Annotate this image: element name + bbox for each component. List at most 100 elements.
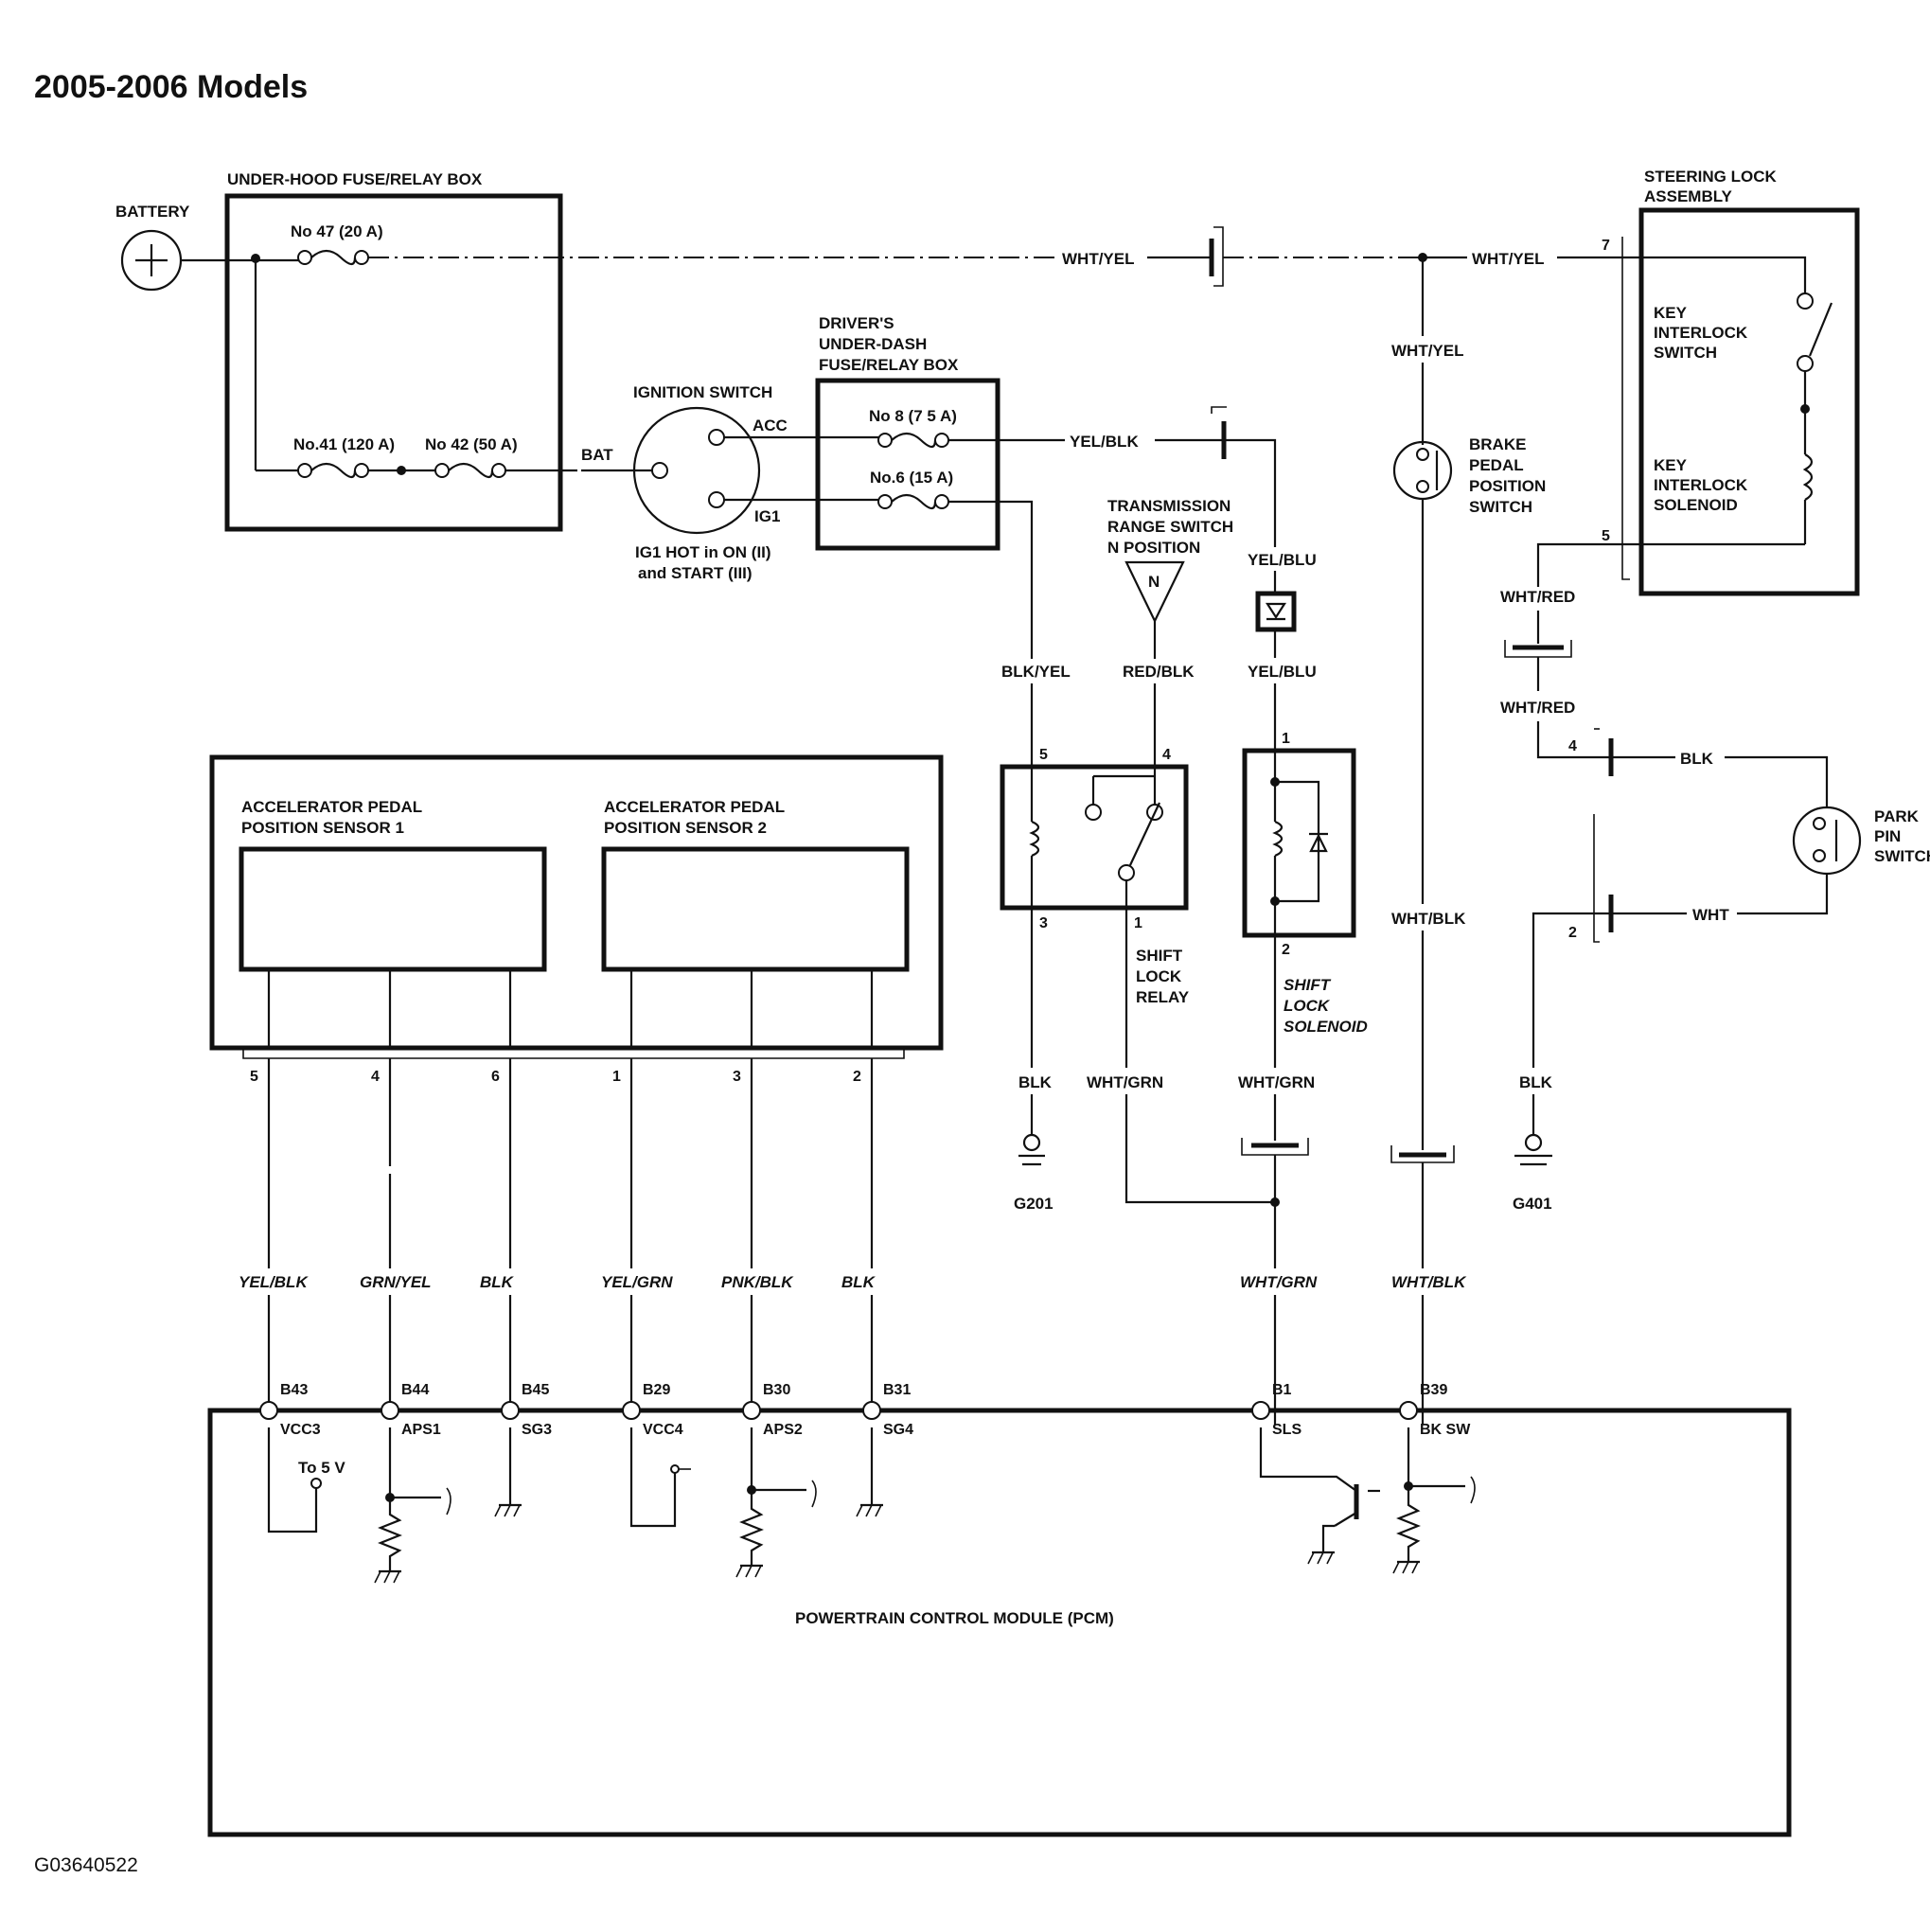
solenoid-label-2: LOCK	[1284, 997, 1331, 1015]
trans-n-switch	[1124, 560, 1185, 624]
pcm-pin-label: B39	[1420, 1382, 1447, 1398]
sensor-wire-label: PNK/BLK	[721, 1273, 794, 1291]
shift-lock-relay	[1000, 764, 1189, 911]
pcm-aps1-circuit	[374, 1427, 452, 1584]
wire-wht-park: WHT	[1692, 906, 1729, 924]
acc-label: ACC	[753, 417, 788, 434]
pcm-terminal	[381, 1401, 399, 1420]
fuse-8	[877, 432, 949, 449]
relay-pin-1: 1	[1134, 915, 1142, 931]
fuse-6	[877, 493, 949, 510]
app-pin-label: 1	[612, 1069, 621, 1085]
pcm-pin-label: B44	[401, 1382, 429, 1398]
pcm-sls-transistor	[1259, 1427, 1380, 1565]
wire-wht-grn-1: WHT/GRN	[1087, 1073, 1163, 1091]
ig1-label: IG1	[754, 507, 780, 525]
g401-ground	[1524, 1133, 1543, 1152]
wire-wht-red-2: WHT/RED	[1500, 699, 1575, 717]
pcm-pin-label: B43	[280, 1382, 308, 1398]
solenoid-pin-1: 1	[1282, 731, 1290, 747]
pcm-pin-label: B30	[763, 1382, 790, 1398]
pcm-terminal-name: SLS	[1272, 1422, 1301, 1438]
brake-label-4: SWITCH	[1469, 498, 1532, 516]
pcm-terminal	[259, 1401, 278, 1420]
pcm-terminal	[862, 1401, 881, 1420]
underdash-label-2: UNDER-DASH	[819, 335, 927, 353]
diode-connector	[1255, 591, 1297, 632]
park-label-3: SWITCH	[1874, 847, 1930, 865]
app-pin-label: 3	[733, 1069, 741, 1085]
to-5v-label: To 5 V	[298, 1459, 345, 1477]
ignition-switch-label: IGNITION SWITCH	[633, 383, 772, 401]
underdash-label-3: FUSE/RELAY BOX	[819, 356, 959, 374]
solenoid-label-1: SHIFT	[1284, 976, 1332, 994]
app-sensor-1	[239, 846, 547, 972]
pcm-pin-label: B45	[522, 1382, 549, 1398]
sensor-wire-label: YEL/BLK	[239, 1273, 309, 1291]
g201-label: G201	[1014, 1195, 1054, 1213]
underdash-fuse-box	[815, 378, 1000, 551]
wire-wht-yel-3: WHT/YEL	[1391, 342, 1464, 360]
solenoid-label-3: SOLENOID	[1284, 1018, 1368, 1036]
wire-wht-blk-2: WHT/BLK	[1391, 1273, 1467, 1291]
steering-lock-label-2: ASSEMBLY	[1644, 187, 1733, 205]
wire-red-blk: RED/BLK	[1123, 663, 1195, 681]
pcm-terminal	[742, 1401, 761, 1420]
pcm-terminal-name: APS2	[763, 1422, 803, 1438]
key-solenoid-label-3: SOLENOID	[1654, 496, 1738, 514]
wire-blk-relay: BLK	[1018, 1073, 1053, 1091]
wire-wht-blk-1: WHT/BLK	[1391, 910, 1466, 928]
pcm-terminal-name: SG4	[883, 1422, 913, 1438]
fuse-42	[434, 462, 506, 479]
brake-label-2: PEDAL	[1469, 456, 1524, 474]
shift-lock-solenoid	[1242, 748, 1356, 938]
sensor-wire-label: GRN/YEL	[360, 1273, 432, 1291]
solenoid-pin-2: 2	[1282, 942, 1290, 958]
app-pin-label: 2	[853, 1069, 861, 1085]
app-sensor-1-label-1: ACCELERATOR PEDAL	[241, 798, 422, 816]
pcm-aps2-circuit	[735, 1427, 817, 1578]
g201-ground	[1022, 1133, 1041, 1152]
app-pin-label: 6	[491, 1069, 500, 1085]
brake-label-1: BRAKE	[1469, 435, 1526, 453]
brake-label-3: POSITION	[1469, 477, 1546, 495]
wire-wht-yel-2: WHT/YEL	[1472, 250, 1545, 268]
pcm-terminal	[1251, 1401, 1270, 1420]
fuse-41	[297, 462, 369, 479]
wire-yel-blu-1: YEL/BLU	[1248, 551, 1317, 569]
app-pin-label: 5	[250, 1069, 258, 1085]
app-sensor-1-label-2: POSITION SENSOR 1	[241, 819, 404, 837]
pcm-pin-label: B1	[1272, 1382, 1292, 1398]
pcm-sg3-ground	[494, 1427, 522, 1517]
park-pin-2: 2	[1568, 925, 1577, 941]
pcm-vcc4-circuit	[629, 1427, 691, 1528]
app-sensor-housing	[209, 754, 944, 1051]
wire-wht-grn-2: WHT/GRN	[1238, 1073, 1315, 1091]
ignition-switch	[632, 406, 761, 535]
ignition-note-1: IG1 HOT in ON (II)	[635, 543, 771, 561]
trans-label-3: N POSITION	[1107, 539, 1200, 557]
pcm-pin-label: B29	[643, 1382, 670, 1398]
sensor-wire-label: BLK	[480, 1273, 515, 1291]
fuse-47	[297, 249, 369, 266]
key-solenoid-label-2: INTERLOCK	[1654, 476, 1748, 494]
ignition-note-2: and START (III)	[638, 564, 753, 582]
pcm-terminal-name: VCC4	[643, 1422, 683, 1438]
wire-yel-blu-2: YEL/BLU	[1248, 663, 1317, 681]
bat-label: BAT	[581, 446, 613, 464]
fuse-8-label: No 8 (7 5 A)	[869, 407, 957, 425]
key-interlock-switch	[1797, 292, 1814, 310]
figure-id: G03640522	[34, 1854, 138, 1876]
pcm-bksw-circuit	[1392, 1427, 1476, 1574]
pcm-terminal-name: SG3	[522, 1422, 552, 1438]
pcm-pin-label: B31	[883, 1382, 911, 1398]
key-switch-label-3: SWITCH	[1654, 344, 1717, 362]
park-label-1: PARK	[1874, 807, 1920, 825]
relay-pin-3: 3	[1039, 915, 1048, 931]
fuse-47-label: No 47 (20 A)	[291, 222, 383, 240]
underhood-box-label: UNDER-HOOD FUSE/RELAY BOX	[227, 170, 483, 188]
steering-lock-assembly	[1638, 207, 1860, 596]
pcm-terminal	[622, 1401, 641, 1420]
